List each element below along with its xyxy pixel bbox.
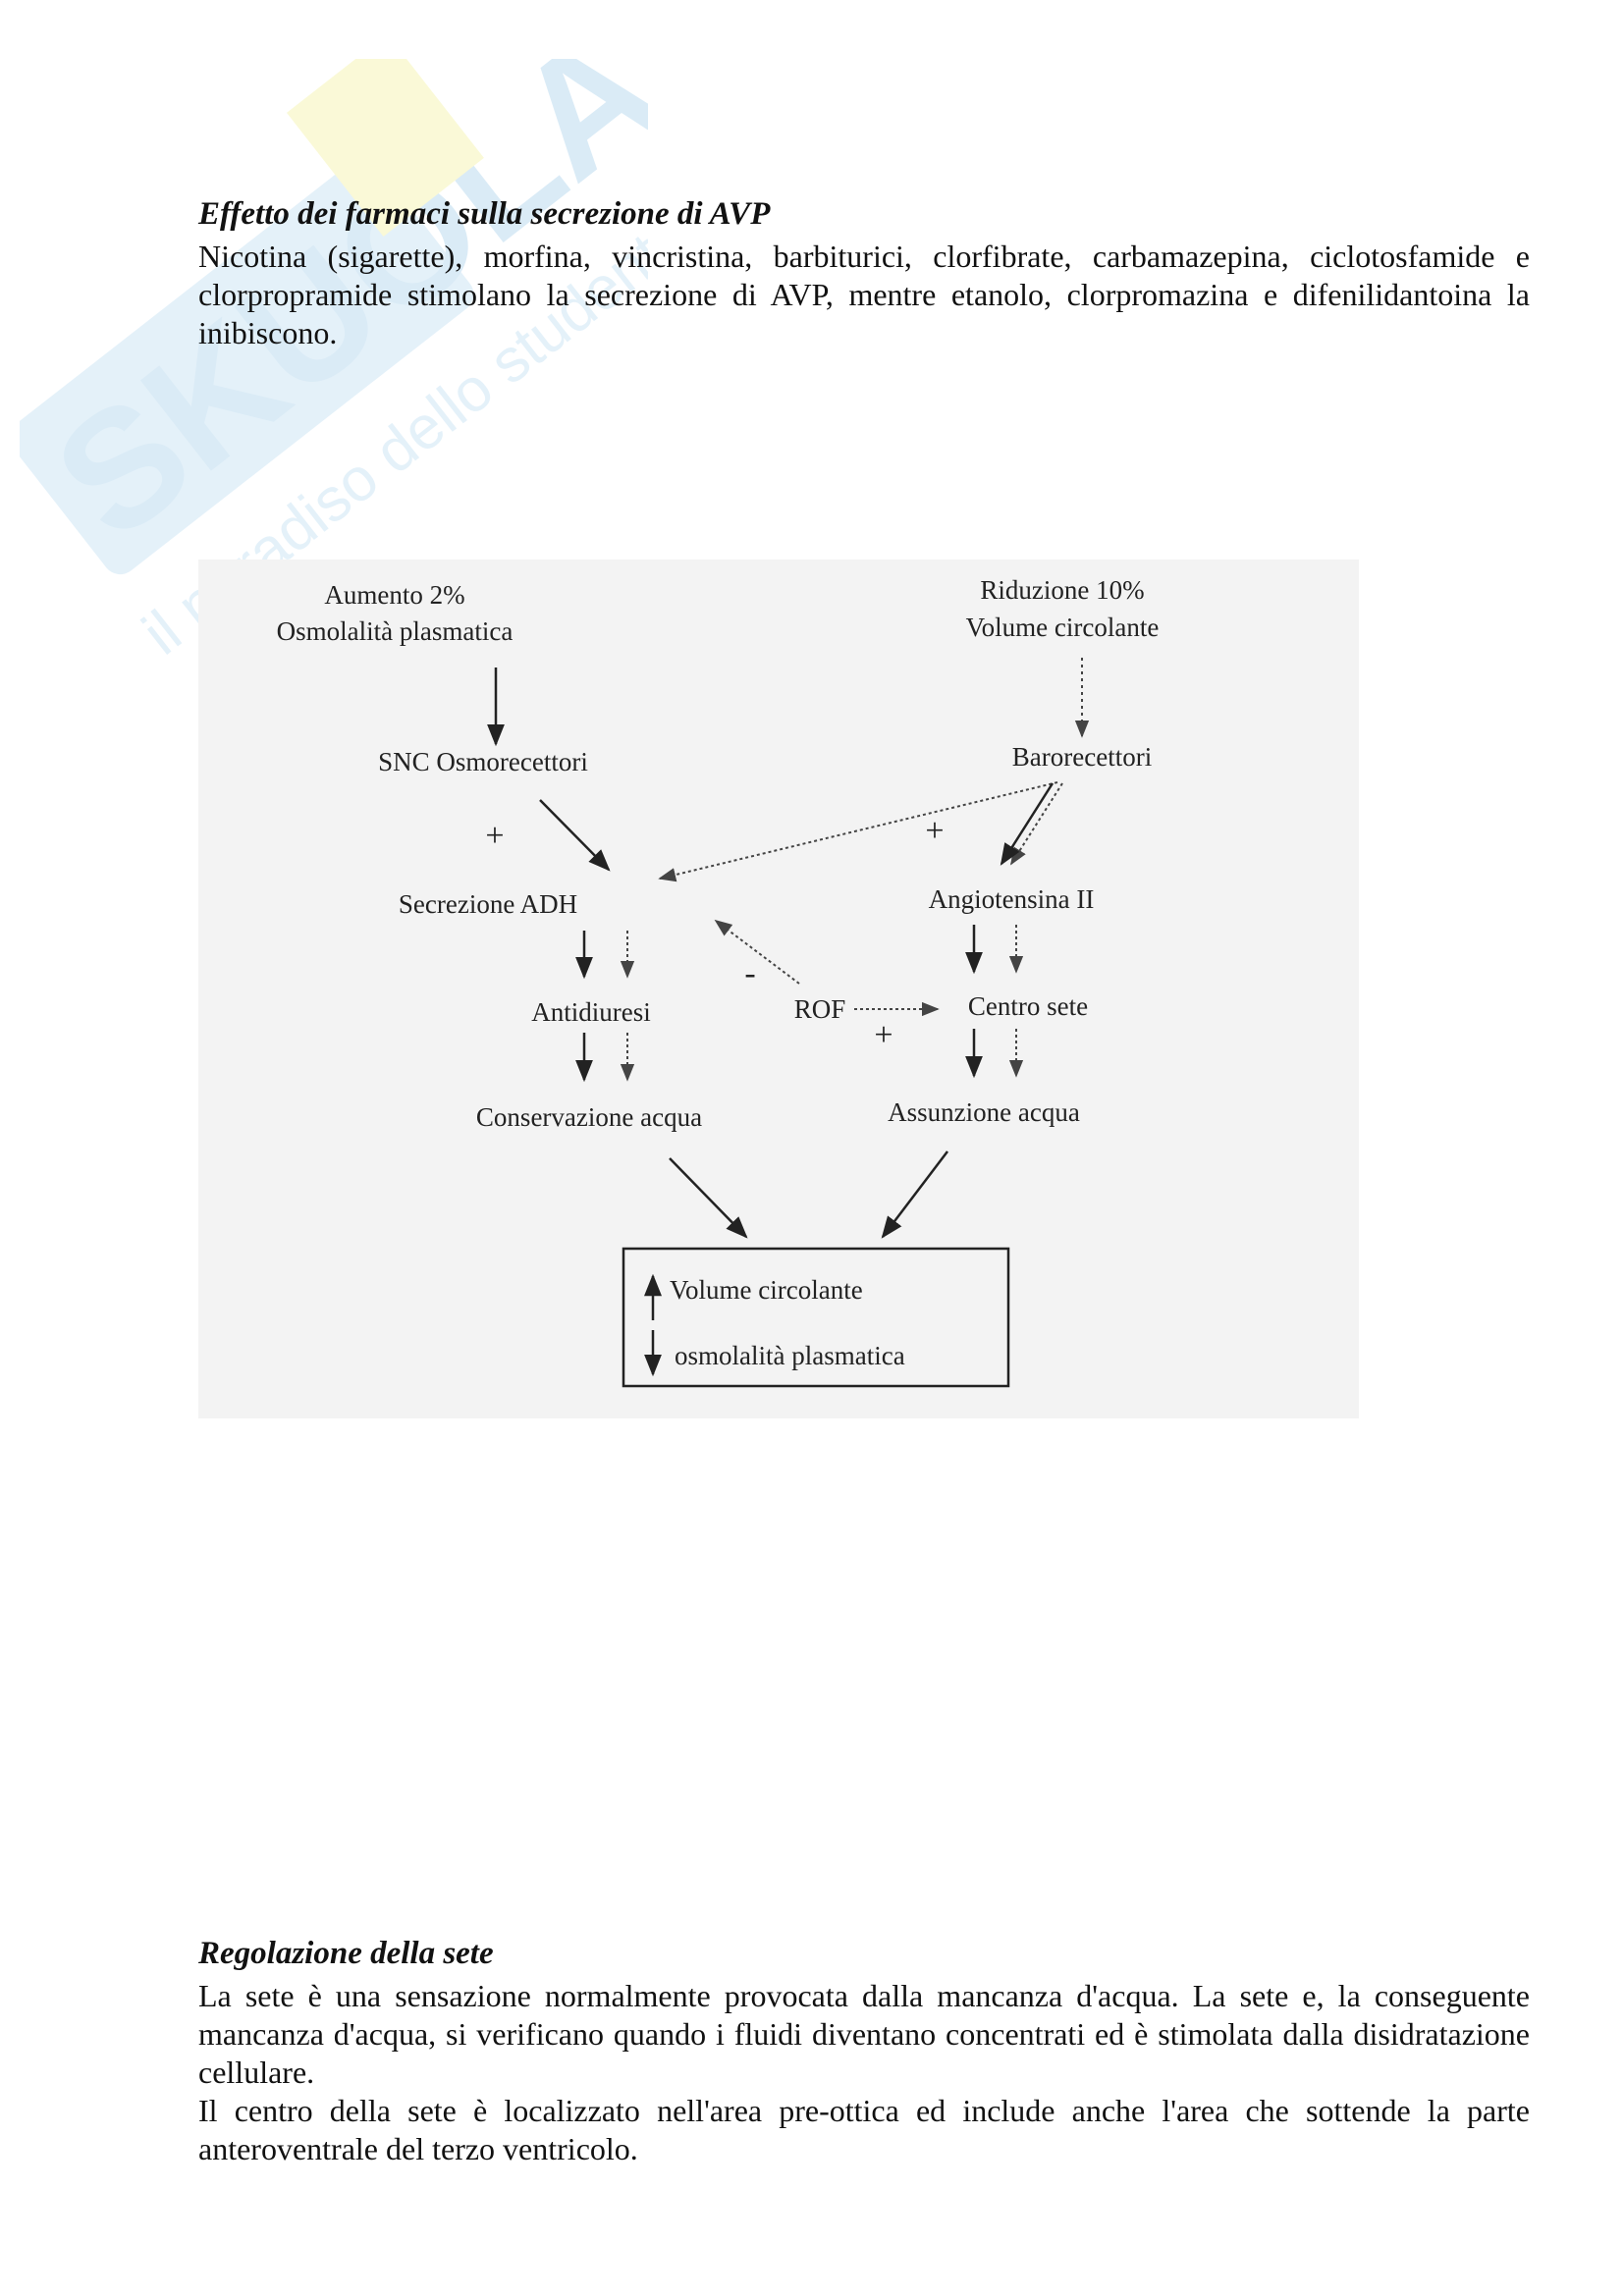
node-barorecettori: Barorecettori — [1012, 742, 1152, 772]
paragraph-sete-2: Il centro della sete è localizzato nell'… — [198, 2093, 1530, 2166]
arrow-baro-angio-dotted — [1010, 782, 1063, 866]
arrow-baro-angio — [1000, 782, 1055, 866]
sign-plus-snc: + — [485, 818, 504, 854]
sign-plus-baro: + — [925, 813, 944, 849]
node-osmolalita: Osmolalità plasmatica — [277, 616, 514, 646]
node-snc-osmorecettori: SNC Osmorecettori — [378, 747, 588, 776]
arrow-assunzione-result — [881, 1150, 948, 1239]
result-osmolalita: osmolalità plasmatica — [675, 1341, 905, 1370]
paragraph-sete-1: La sete è una sensazione normalmente pro… — [198, 1978, 1530, 2090]
node-volume-circolante: Volume circolante — [966, 613, 1160, 642]
result-volume: Volume circolante — [670, 1275, 863, 1305]
node-assunzione-acqua: Assunzione acqua — [888, 1097, 1080, 1127]
node-antidiuresi: Antidiuresi — [531, 997, 651, 1027]
section-title-sete: Regolazione della sete — [198, 1936, 494, 1971]
diagram-canvas: Aumento 2% Osmolalità plasmatica Riduzio… — [277, 575, 1160, 1388]
node-centro-sete: Centro sete — [968, 991, 1088, 1021]
result-box — [622, 1247, 1010, 1388]
node-conservazione-acqua: Conservazione acqua — [476, 1102, 702, 1132]
sign-minus-rof: - — [744, 955, 755, 991]
adh-regulation-diagram: Aumento 2% Osmolalità plasmatica Riduzio… — [198, 560, 1359, 1418]
sign-plus-rof: + — [874, 1017, 893, 1053]
node-rof: ROF — [794, 994, 846, 1024]
arrow-conservazione-result — [669, 1157, 748, 1239]
node-aumento: Aumento 2% — [324, 580, 464, 610]
section-title-farmaci: Effetto dei farmaci sulla secrezione di … — [198, 196, 771, 232]
node-angiotensina: Angiotensina II — [929, 884, 1095, 914]
node-riduzione: Riduzione 10% — [980, 575, 1144, 605]
section-sete: Regolazione della sete La sete è una sen… — [198, 1934, 1530, 2168]
arrow-baro-adh — [658, 781, 1058, 882]
node-secrezione-adh: Secrezione ADH — [399, 889, 577, 919]
section-farmaci: Effetto dei farmaci sulla secrezione di … — [198, 194, 1530, 352]
arrow-snc-adh — [539, 799, 611, 872]
paragraph-farmaci: Nicotina (sigarette), morfina, vincristi… — [198, 239, 1530, 350]
arrow-rof-adh — [714, 919, 800, 985]
